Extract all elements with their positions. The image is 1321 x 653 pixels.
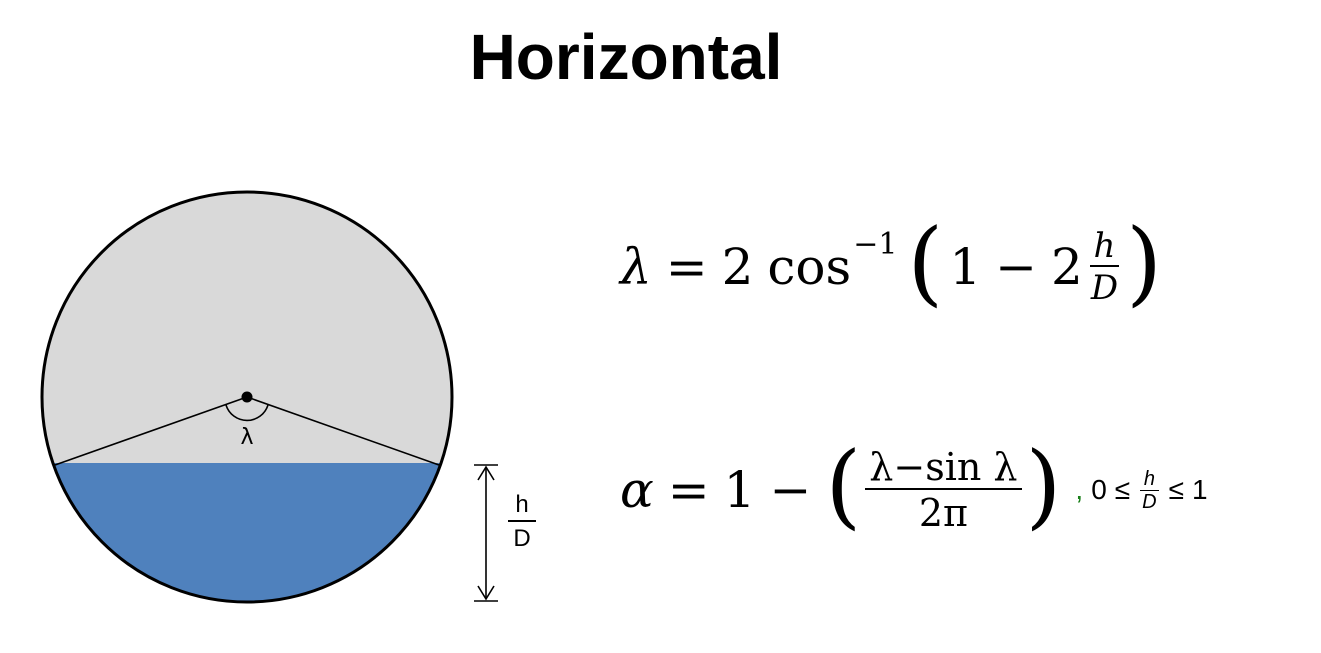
eq1-minus: − <box>995 238 1038 296</box>
eq2-minus: − <box>769 461 812 519</box>
tank-outline <box>40 190 454 604</box>
eq1-one: 1 <box>949 238 982 296</box>
height-ratio-label: h D <box>508 491 536 553</box>
eq2-frac-denominator: 2π <box>918 491 968 535</box>
condition-frac-numerator: h <box>1139 469 1159 491</box>
condition-frac-denominator: D <box>1142 490 1157 513</box>
eq1-frac-denominator: D <box>1090 268 1119 308</box>
eq1-fraction: h D <box>1087 229 1122 305</box>
condition-leq-left: ≤ <box>1114 474 1131 505</box>
condition-leq-right: ≤ <box>1168 474 1184 505</box>
page-title: Horizontal <box>469 21 783 93</box>
eq2-condition: , 0 ≤ h D ≤ 1 <box>1075 469 1211 512</box>
equation-alpha: α = 1 − ( λ−sin λ 2π ) , 0 ≤ h D ≤ 1 <box>620 430 1212 550</box>
eq1-function: cos <box>767 238 852 296</box>
eq2-frac-numerator: λ−sin λ <box>865 448 1022 490</box>
eq1-open-paren: ( <box>907 209 944 316</box>
eq1-close-paren: ) <box>1126 209 1163 316</box>
equation-lambda: λ = 2 cos −1 ( 1 − 2 h D ) <box>620 212 1162 322</box>
eq1-exponent: −1 <box>853 227 898 262</box>
eq2-fraction: λ−sin λ 2π <box>865 448 1022 535</box>
center-point <box>241 391 253 403</box>
tank-liquid-region <box>42 463 452 602</box>
eq1-two: 2 <box>1051 238 1083 296</box>
ratio-numerator: h <box>508 491 536 522</box>
eq2-equals: = <box>667 461 710 519</box>
eq2-one: 1 <box>723 461 756 519</box>
height-dimension-arrow <box>474 464 498 602</box>
eq2-open-paren: ( <box>825 432 862 539</box>
radius-line-right <box>246 396 440 466</box>
eq2-lhs: α <box>620 461 654 519</box>
condition-comma: , <box>1075 474 1084 505</box>
eq1-equals: = <box>665 238 708 296</box>
condition-zero: 0 <box>1091 474 1107 505</box>
angle-arc <box>225 404 269 422</box>
eq1-coefficient: 2 <box>721 238 754 296</box>
condition-one: 1 <box>1191 474 1208 505</box>
radius-line-left <box>54 396 248 466</box>
eq2-close-paren: ) <box>1025 432 1062 539</box>
eq1-lhs: λ <box>620 238 652 296</box>
center-angle-label: λ <box>240 425 253 450</box>
ratio-denominator: D <box>513 525 531 552</box>
condition-fraction: h D <box>1138 469 1160 512</box>
eq1-frac-numerator: h <box>1089 229 1120 267</box>
